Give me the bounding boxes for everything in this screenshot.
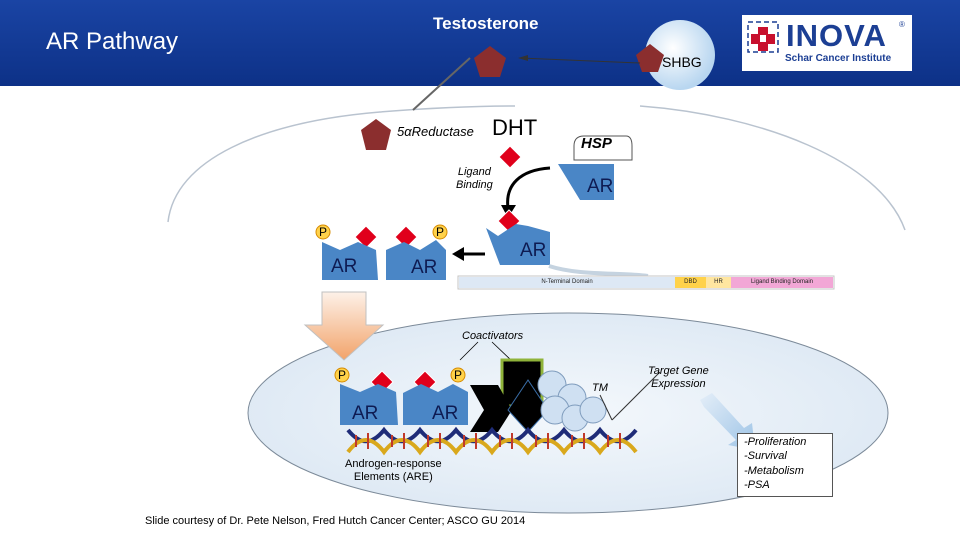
logo-word: INOVA <box>786 18 887 53</box>
are-line-1: Androgen-response <box>345 458 442 470</box>
ligand-binding-label: Ligand Binding <box>456 166 493 192</box>
cell-membrane <box>167 105 516 223</box>
slide-credit: Slide courtesy of Dr. Pete Nelson, Fred … <box>145 515 526 527</box>
cell-membrane-right <box>639 105 906 231</box>
ar-bound-receptor <box>486 224 550 265</box>
ligand-line-2: Binding <box>456 179 493 191</box>
shbg-release-arrow <box>519 57 641 64</box>
testosterone-entry-line <box>412 57 471 111</box>
phospho-label: P <box>454 368 463 382</box>
dht-label: DHT <box>492 115 538 140</box>
testosterone-bound-shbg <box>636 44 664 72</box>
ar-dimer-nucleus <box>334 367 468 425</box>
target-gene-pointer <box>611 371 661 421</box>
intracellular-testosterone <box>361 119 391 150</box>
logo-registered-mark: ® <box>899 20 905 29</box>
hsp-protein <box>573 135 633 161</box>
target-gene-label: Target Gene Expression <box>648 365 709 391</box>
coactivator-complex <box>459 341 607 433</box>
phospho-label: P <box>436 225 445 239</box>
inova-cross-icon <box>747 21 779 53</box>
dbd-label: DBD <box>684 279 697 285</box>
outcome-item: -PSA <box>744 479 770 491</box>
ar-label-hsp: AR <box>587 176 614 197</box>
dht-molecule <box>498 145 522 169</box>
outcome-item: -Survival <box>744 450 787 462</box>
ligand-line-1: Ligand <box>457 166 491 178</box>
ar-label-dimer-right: AR <box>411 257 438 278</box>
phospho-label: P <box>319 225 328 239</box>
n-terminal-domain <box>459 277 675 288</box>
are-line-2: Elements (ARE) <box>353 471 433 483</box>
target-line-1: Target Gene <box>648 365 709 377</box>
are-label: Androgen-response Elements (ARE) <box>345 458 442 484</box>
ar-label-nuclear-left: AR <box>352 403 379 424</box>
ligand-binding-arrow <box>506 166 551 209</box>
phospho-label: P <box>338 368 347 382</box>
arrow-head <box>452 247 464 261</box>
dbd-domain <box>675 277 706 288</box>
tm-label: TM <box>592 382 608 394</box>
nuclear-translocation-arrow <box>303 291 385 361</box>
arrow-head <box>518 55 528 61</box>
logo-subtitle: Schar Cancer Institute <box>785 53 892 64</box>
outcome-item: -Metabolism <box>744 465 804 477</box>
ligand-binding-domain <box>731 277 833 288</box>
hr-label: HR <box>714 279 723 285</box>
ar-dimer-cytoplasm <box>315 224 448 280</box>
coactivators-label: Coactivators <box>462 330 524 342</box>
reductase-label: 5αReductase <box>397 124 474 139</box>
domain-connector <box>548 264 649 278</box>
outcome-item: -Proliferation <box>744 436 807 448</box>
hsp-label: HSP <box>581 135 612 152</box>
shbg-label: SHBG <box>662 54 702 70</box>
outcomes-box <box>737 433 833 497</box>
target-line-2: Expression <box>651 378 706 390</box>
ar-hsp-complex <box>558 164 614 200</box>
testosterone-label: Testosterone <box>433 14 539 33</box>
dna-helix <box>346 426 638 456</box>
slide-title: AR Pathway <box>46 28 179 55</box>
ligand-binding-domain-label: Ligand Binding Domain <box>750 279 814 285</box>
ar-label-bound: AR <box>520 240 547 261</box>
shbg-protein <box>645 20 715 90</box>
hinge-region <box>706 277 731 288</box>
n-terminal-label: N-Terminal Domain <box>541 279 593 285</box>
tm-pointer <box>599 394 613 421</box>
testosterone-molecule <box>474 46 506 77</box>
ar-label-nuclear-right: AR <box>432 403 459 424</box>
ar-label-dimer-left: AR <box>331 256 358 277</box>
